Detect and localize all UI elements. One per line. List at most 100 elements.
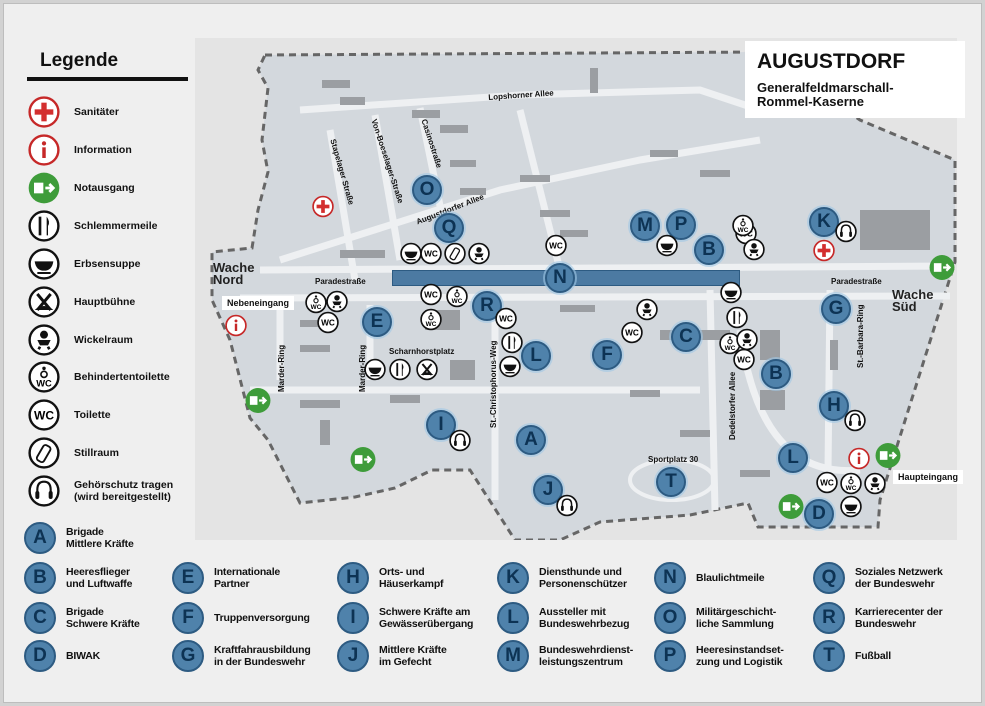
main-stage-icon	[416, 358, 438, 386]
station-badge: R	[813, 602, 845, 634]
station-label-line2: Gewässerübergang	[379, 618, 474, 630]
station-legend-b: B Heeresflieger und Luftwaffe	[24, 562, 132, 594]
station-label-line2: im Gefecht	[379, 656, 432, 668]
accessible-toilet-icon: WC	[446, 285, 468, 313]
map-marker-m[interactable]: M	[630, 211, 660, 241]
map-area	[195, 38, 957, 540]
legend-label-line1: Information	[74, 144, 132, 156]
station-label-line1: Heeresflieger	[66, 566, 130, 578]
station-label-line1: Mittlere Kräfte	[379, 644, 447, 656]
map-marker-l[interactable]: L	[521, 341, 551, 371]
map-marker-i[interactable]: I	[426, 410, 456, 440]
svg-text:WC: WC	[820, 479, 834, 488]
map-marker-h[interactable]: H	[819, 391, 849, 421]
legend-label-line1: Hauptbühne	[74, 296, 136, 308]
toilet-icon: WC	[816, 471, 838, 499]
street-st-christophorus-weg: St.-Christophorus-Weg	[489, 340, 498, 428]
station-label-line1: Blaulichtmeile	[696, 572, 765, 584]
station-label: Brigade Schwere Kräfte	[66, 606, 140, 630]
title-box: AUGUSTDORF Generalfeldmarschall- Rommel-…	[745, 41, 965, 118]
station-label-line1: Fußball	[855, 650, 891, 662]
legend-label-line1: Behindertentoilette	[74, 371, 170, 383]
map-marker-d[interactable]: D	[804, 499, 834, 529]
map-marker-o[interactable]: O	[412, 175, 442, 205]
map-marker-b[interactable]: B	[694, 235, 724, 265]
legend-item-sanitaeter: Sanitäter	[28, 96, 119, 128]
station-legend-k: K Diensthunde und Personenschützer	[497, 562, 627, 594]
map-marker-g[interactable]: G	[821, 294, 851, 324]
map-marker-f[interactable]: F	[592, 340, 622, 370]
station-label: Blaulichtmeile	[696, 572, 765, 584]
title-sub-line1: Generalfeldmarschall-	[757, 80, 894, 95]
title-sub: Generalfeldmarschall- Rommel-Kaserne	[757, 81, 894, 109]
station-legend-n: N Blaulichtmeile	[654, 562, 765, 594]
ear-protection-icon	[449, 429, 471, 457]
legend-item-label: Hauptbühne	[74, 296, 135, 308]
svg-text:WC: WC	[452, 298, 463, 305]
station-label: Bundeswehrdienst- leistungszentrum	[539, 644, 633, 668]
station-legend-t: T Fußball	[813, 640, 891, 672]
station-badge: H	[337, 562, 369, 594]
toilet-icon: WC	[621, 321, 643, 349]
legend-label-line2: (wird bereitgestellt)	[74, 491, 171, 503]
svg-text:WC: WC	[36, 378, 52, 388]
title-sub-line2: Rommel-Kaserne	[757, 94, 864, 109]
svg-text:WC: WC	[311, 304, 322, 311]
station-legend-f: F Truppenversorgung	[172, 602, 310, 634]
wache-sued-line2: Süd	[892, 299, 917, 314]
station-label-line2: zung und Logistik	[696, 656, 783, 668]
toilet-icon: WC	[317, 311, 339, 339]
station-label: Brigade Mittlere Kräfte	[66, 526, 134, 550]
map-marker-a[interactable]: A	[516, 425, 546, 455]
station-label: Heeresflieger und Luftwaffe	[66, 566, 132, 590]
legend-item-label: Gehörschutz tragen(wird bereitgestellt)	[74, 479, 173, 503]
ear-protection-icon	[556, 494, 578, 522]
baby-changing-icon	[28, 324, 60, 356]
emergency-exit-icon	[350, 447, 376, 478]
map-marker-c[interactable]: C	[671, 322, 701, 352]
station-label-line1: Schwere Kräfte am	[379, 606, 471, 618]
station-legend-h: H Orts- und Häuserkampf	[337, 562, 444, 594]
map-marker-p[interactable]: P	[666, 210, 696, 240]
legend-divider	[27, 77, 188, 81]
legend-item-baby: Wickelraum	[28, 324, 133, 356]
soup-bowl-icon	[364, 358, 386, 386]
map-marker-q[interactable]: Q	[434, 213, 464, 243]
toilet-icon: WC	[495, 307, 517, 335]
accessible-toilet-icon: WC	[28, 361, 60, 393]
map-marker-b[interactable]: B	[761, 359, 791, 389]
legend-item-exit: Notausgang	[28, 172, 135, 204]
map-marker-t[interactable]: T	[656, 467, 686, 497]
station-label-line1: Heeresinstandset-	[696, 644, 784, 656]
station-legend-r: R Karrierecenter der Bundeswehr	[813, 602, 943, 634]
station-legend-o: O Militärgeschicht- liche Sammlung	[654, 602, 776, 634]
station-label-line2: Schwere Kräfte	[66, 618, 140, 630]
label-nebeneingang: Nebeneingang	[222, 296, 295, 310]
legend-item-label: Information	[74, 144, 132, 156]
legend-label-line1: Wickelraum	[74, 334, 133, 346]
soup-bowl-icon	[499, 355, 521, 383]
station-legend-a: A Brigade Mittlere Kräfte	[24, 522, 134, 554]
map-marker-n[interactable]: N	[545, 263, 575, 293]
svg-text:WC: WC	[424, 250, 438, 259]
station-badge: M	[497, 640, 529, 672]
title-main: AUGUSTDORF	[757, 50, 906, 73]
wache-nord-line1: Wache	[213, 260, 255, 275]
map-marker-l[interactable]: L	[778, 443, 808, 473]
station-label-line1: Kraftfahrausbildung	[214, 644, 311, 656]
legend-item-label: Toilette	[74, 409, 111, 421]
station-label: Orts- und Häuserkampf	[379, 566, 444, 590]
map-marker-k[interactable]: K	[809, 207, 839, 237]
station-label: Aussteller mit Bundeswehrbezug	[539, 606, 630, 630]
station-label-line2: Partner	[214, 578, 250, 590]
station-label-line1: Truppenversorgung	[214, 612, 310, 624]
station-label: Heeresinstandset- zung und Logistik	[696, 644, 784, 668]
station-label: Schwere Kräfte am Gewässerübergang	[379, 606, 473, 630]
legend-item-fork: Schlemmermeile	[28, 210, 157, 242]
ear-protection-icon	[835, 220, 857, 248]
toilet-icon: WC	[545, 234, 567, 262]
accessible-toilet-icon: WC	[719, 332, 741, 360]
map-marker-e[interactable]: E	[362, 307, 392, 337]
station-label-line2: und Luftwaffe	[66, 578, 133, 590]
